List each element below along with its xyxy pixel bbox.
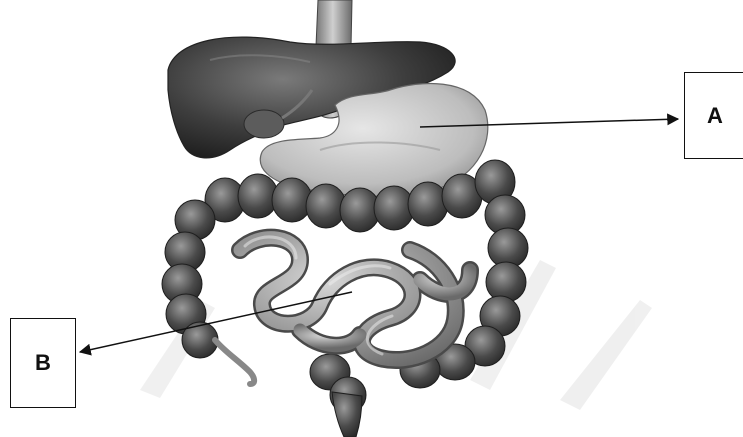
label-b-text: B [35,350,51,376]
rectum [332,392,362,437]
label-a-text: A [707,103,723,129]
label-box-b: B [10,318,76,408]
small-intestine [240,237,470,360]
label-box-a: A [684,72,743,159]
appendix [215,340,254,384]
